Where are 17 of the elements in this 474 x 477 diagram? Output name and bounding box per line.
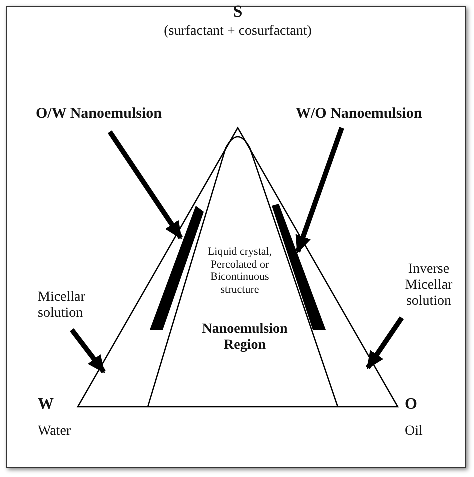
region-label: W/O Nanoemulsion — [296, 106, 436, 124]
vertex-label: S — [232, 2, 244, 22]
region-label: Micellar solution — [38, 290, 118, 322]
region-label: Liquid crystal, Percolated or Bicontinuous structure — [206, 246, 274, 297]
vertex-caption: Oil — [405, 424, 424, 440]
vertex-caption: (surfactant + cosurfactant) — [163, 24, 313, 40]
region-label: O/W Nanoemulsion — [36, 106, 176, 124]
arrow — [296, 127, 344, 254]
region-label: Nanoemulsion Region — [201, 322, 289, 354]
arrow — [366, 316, 404, 370]
region-label: Inverse Micellar solution — [394, 262, 464, 310]
vertex-label: W — [38, 396, 55, 414]
shaded-region — [150, 206, 204, 330]
arrow — [70, 328, 106, 374]
arrow — [108, 130, 184, 240]
vertex-caption: Water — [38, 424, 72, 440]
vertex-label: O — [405, 396, 418, 414]
